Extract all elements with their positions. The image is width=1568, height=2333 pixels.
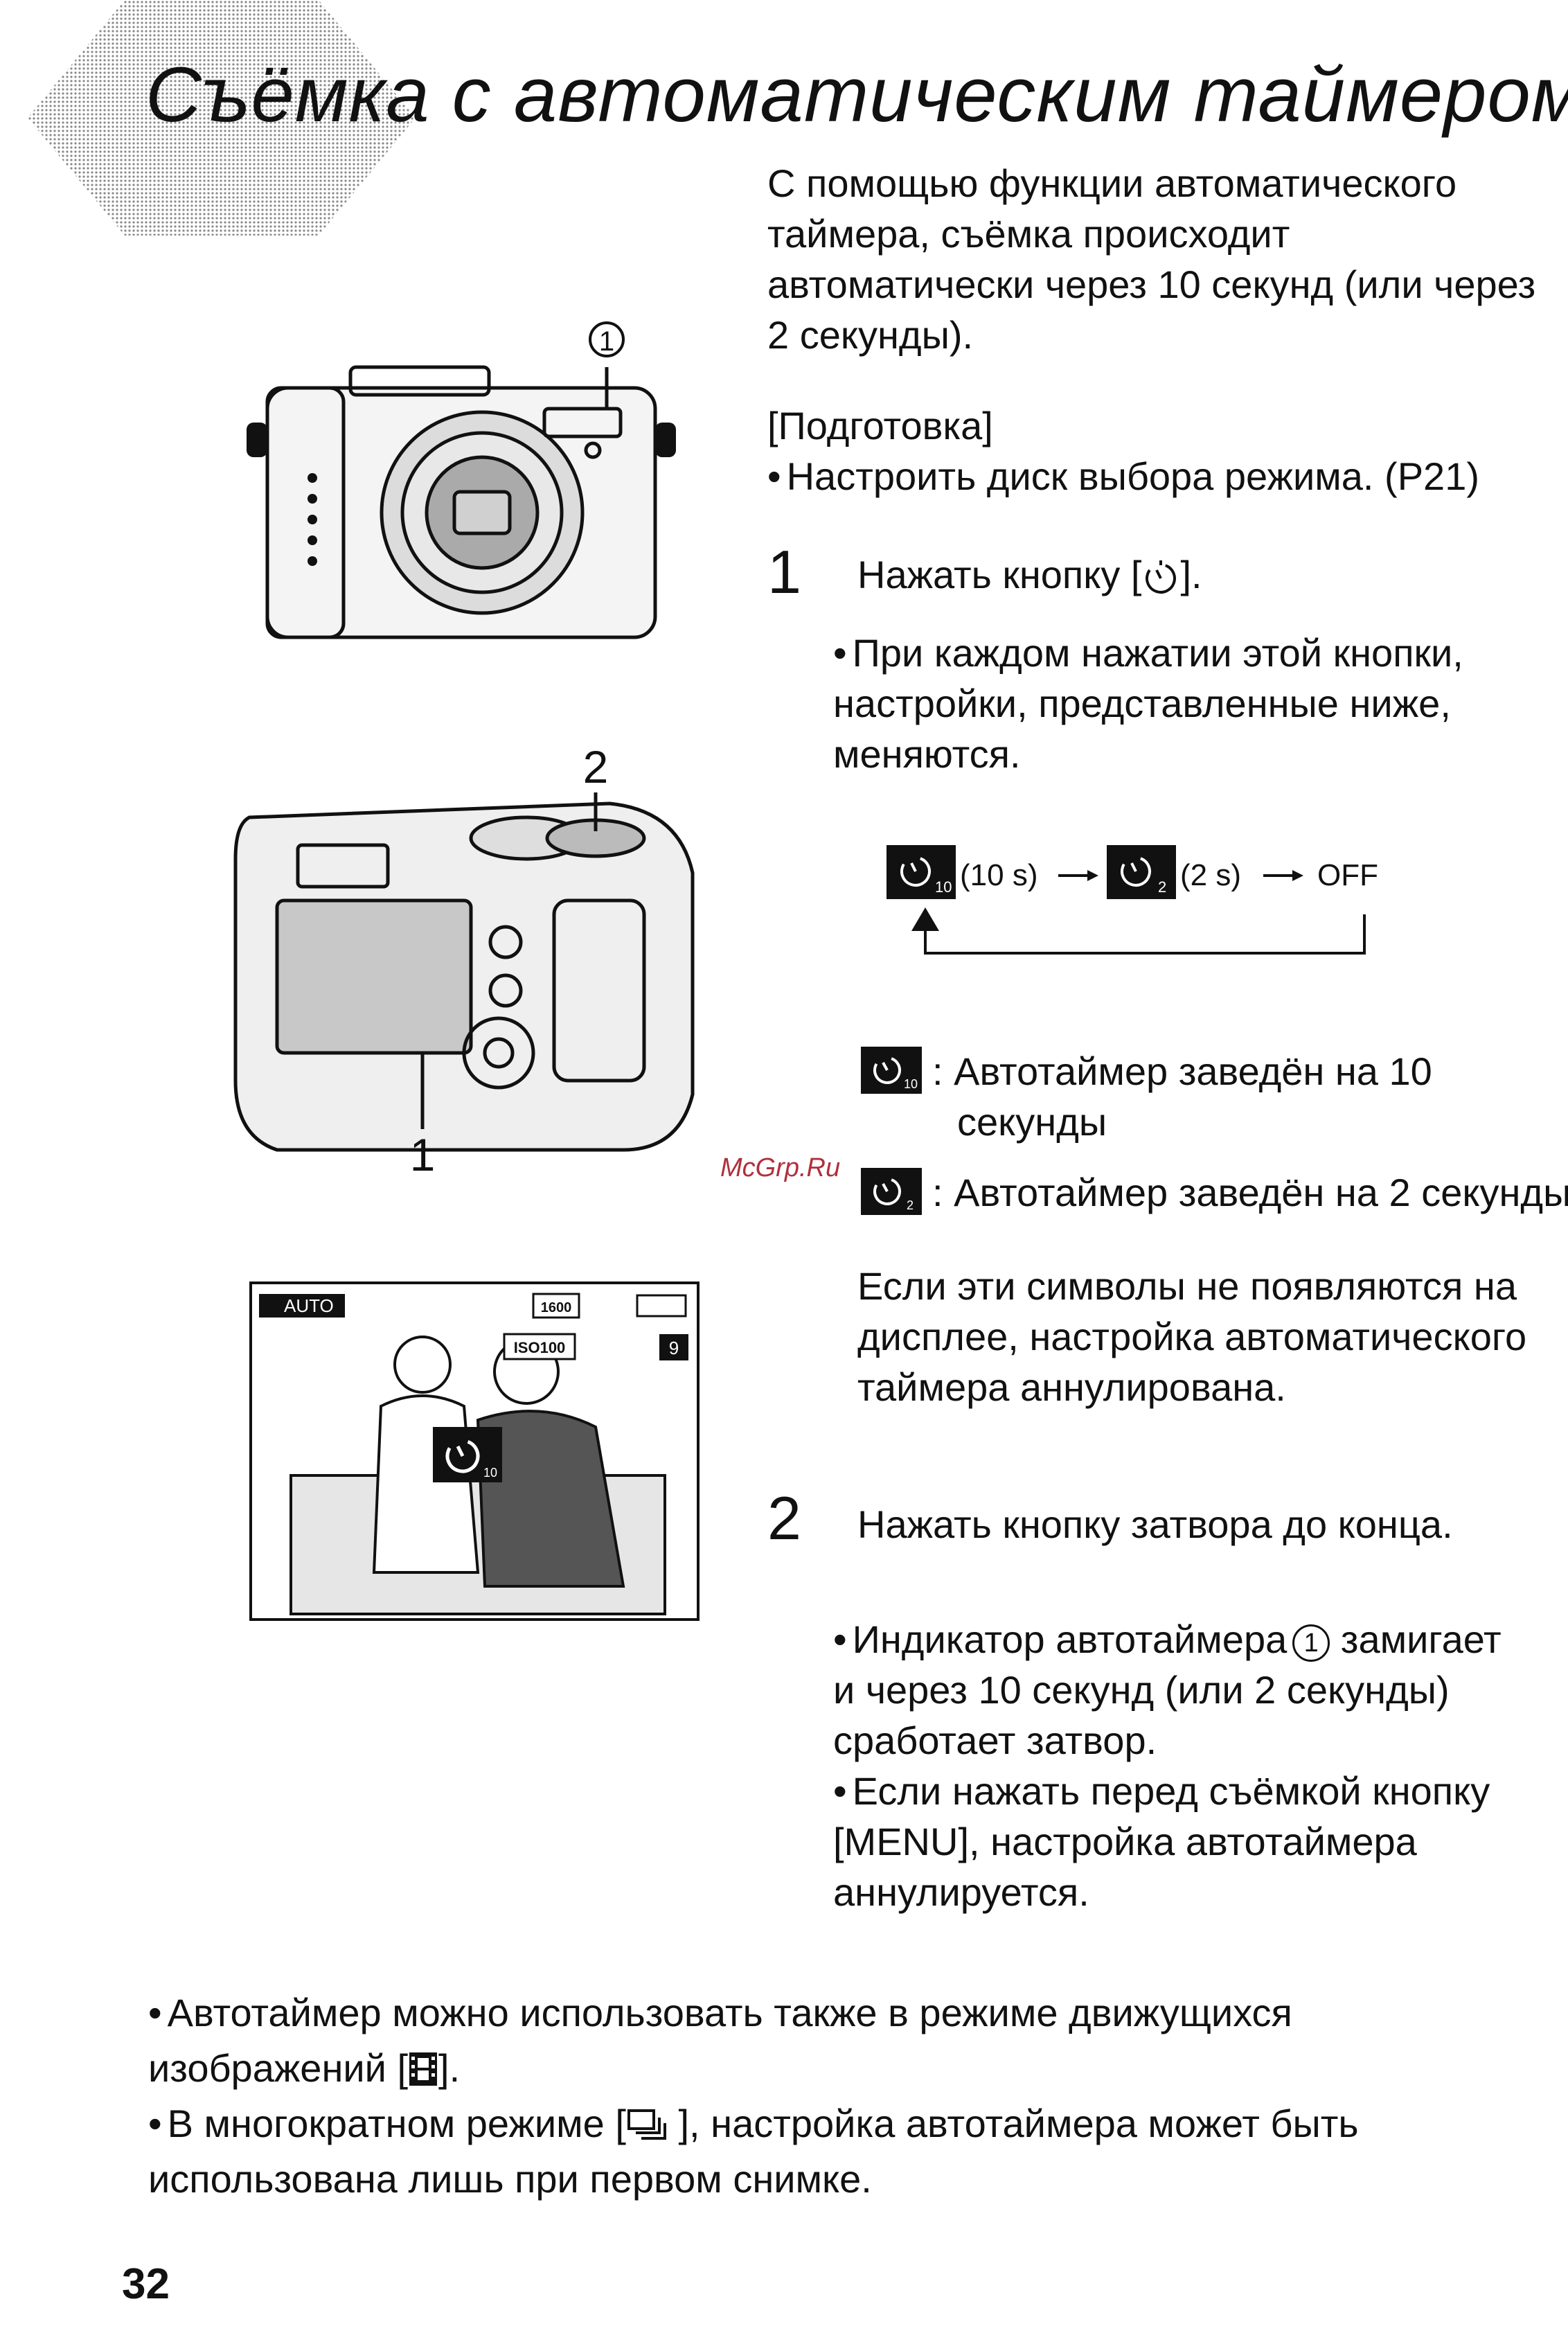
front-callout: 1 [589, 321, 625, 357]
page-title: Съёмка с автоматическим таймером [145, 51, 1568, 138]
symbols-note: Если эти символы не появляются на диспле… [857, 1264, 1527, 1409]
title-hexagon-background [28, 0, 416, 236]
lcd-iso: ISO100 [503, 1333, 576, 1360]
lcd-screen-figure: AUTO 1600 ISO100 9 10 [249, 1281, 700, 1621]
step-2-bullet-1-after: замигает и через 10 секунд (или 2 секунд… [833, 1617, 1502, 1762]
seq-option-2s: (2 s) [1180, 858, 1241, 892]
step-1-note: При каждом нажатии этой кнопки, настройк… [833, 628, 1526, 779]
timer-sequence-diagram: 10 (10 s) 2 (2 s) OFF [887, 845, 1378, 955]
seq-option-10s: (10 s) [960, 858, 1037, 892]
back-callout-2: 2 [583, 741, 609, 831]
watermark: McGrp.Ru [720, 1153, 841, 1182]
footnote-burst-mode: В многократном режиме [ ], настройка авт… [148, 2096, 1506, 2207]
svg-text:1600: 1600 [541, 1300, 572, 1315]
svg-text:1: 1 [410, 1129, 436, 1178]
seq-timer-10s-icon: 10 [887, 845, 956, 899]
footnote-1-after: ]. [438, 2046, 461, 2090]
seq-icon2-sub: 2 [1158, 878, 1166, 896]
definition-10s-text: Автотаймер заведён на 10 секунды [954, 1049, 1432, 1144]
page-number: 32 [122, 2260, 170, 2308]
seq-arrow-1 [1058, 870, 1098, 881]
def1-icon-sub: 10 [904, 1077, 918, 1091]
definition-2s: : Автотаймер заведён на 2 секунды [932, 1167, 1568, 1218]
step-1-number: 1 [767, 538, 801, 606]
seq-timer-2s-icon: 2 [1107, 845, 1176, 899]
back-callout-1: 1 [410, 1053, 436, 1178]
footnote-2-after: ], настройка автотаймера может быть испо… [148, 2102, 1359, 2201]
step-2-number: 2 [767, 1484, 801, 1552]
seq-arrow-2 [1263, 870, 1303, 881]
step-1-text-after: ]. [1180, 553, 1202, 596]
svg-text:10: 10 [483, 1466, 497, 1480]
intro-paragraph: С помощью функции автоматического таймер… [767, 161, 1536, 357]
seq-return-arrow [911, 907, 1366, 955]
svg-text:1: 1 [599, 326, 614, 357]
svg-text:ISO100: ISO100 [514, 1339, 566, 1356]
camera-back-figure: 2 1 [233, 741, 695, 1178]
definition-2s-text: Автотаймер заведён на 2 секунды [954, 1171, 1568, 1214]
lcd-resolution: 1600 [532, 1293, 580, 1319]
step-2-bullet-2: Если нажать перед съёмкой кнопку [MENU],… [833, 1766, 1526, 1917]
footnote-movie-mode: Автотаймер можно использовать также в ре… [148, 1985, 1506, 2096]
step-1-text: Нажать кнопку [ ]. [857, 549, 1202, 600]
camera-front-figure: 1 [247, 321, 676, 639]
svg-text:9: 9 [669, 1338, 679, 1358]
footnote-2-before: В многократном режиме [ [167, 2102, 626, 2145]
lcd-mode-text: AUTO [284, 1295, 334, 1316]
footnote-1-before: Автотаймер можно использовать также в ре… [148, 1991, 1292, 2090]
step-2-bullet-1-before: Индикатор автотаймера [852, 1617, 1288, 1661]
def2-icon-sub: 2 [907, 1198, 914, 1212]
footnotes: Автотаймер можно использовать также в ре… [148, 1985, 1506, 2207]
seq-option-off: OFF [1317, 858, 1378, 892]
preparation-item: Настроить диск выбора режима. (P21) [767, 451, 1550, 502]
burst-mode-icon [627, 2109, 666, 2140]
preparation-heading: [Подготовка] [767, 404, 993, 447]
lcd-shots-remaining: 9 [659, 1334, 688, 1360]
self-timer-10s-icon: 10 [861, 1047, 922, 1094]
self-timer-2s-icon: 2 [861, 1168, 922, 1215]
svg-text:2: 2 [583, 741, 609, 792]
movie-mode-icon [409, 2052, 438, 2086]
step-1-text-before: Нажать кнопку [ [857, 553, 1142, 596]
seq-icon1-sub: 10 [935, 878, 952, 896]
self-timer-icon [1146, 560, 1177, 594]
step-2-text: Нажать кнопку затвора до конца. [857, 1502, 1453, 1546]
lcd-battery-icon [636, 1294, 687, 1318]
definition-10s: : Автотаймер заведён на 10 секунды [932, 1049, 1432, 1144]
lcd-self-timer-icon: 10 [433, 1427, 502, 1482]
indicator-circle-number: 1 [1292, 1624, 1330, 1662]
lcd-mode-badge: AUTO [259, 1294, 345, 1318]
